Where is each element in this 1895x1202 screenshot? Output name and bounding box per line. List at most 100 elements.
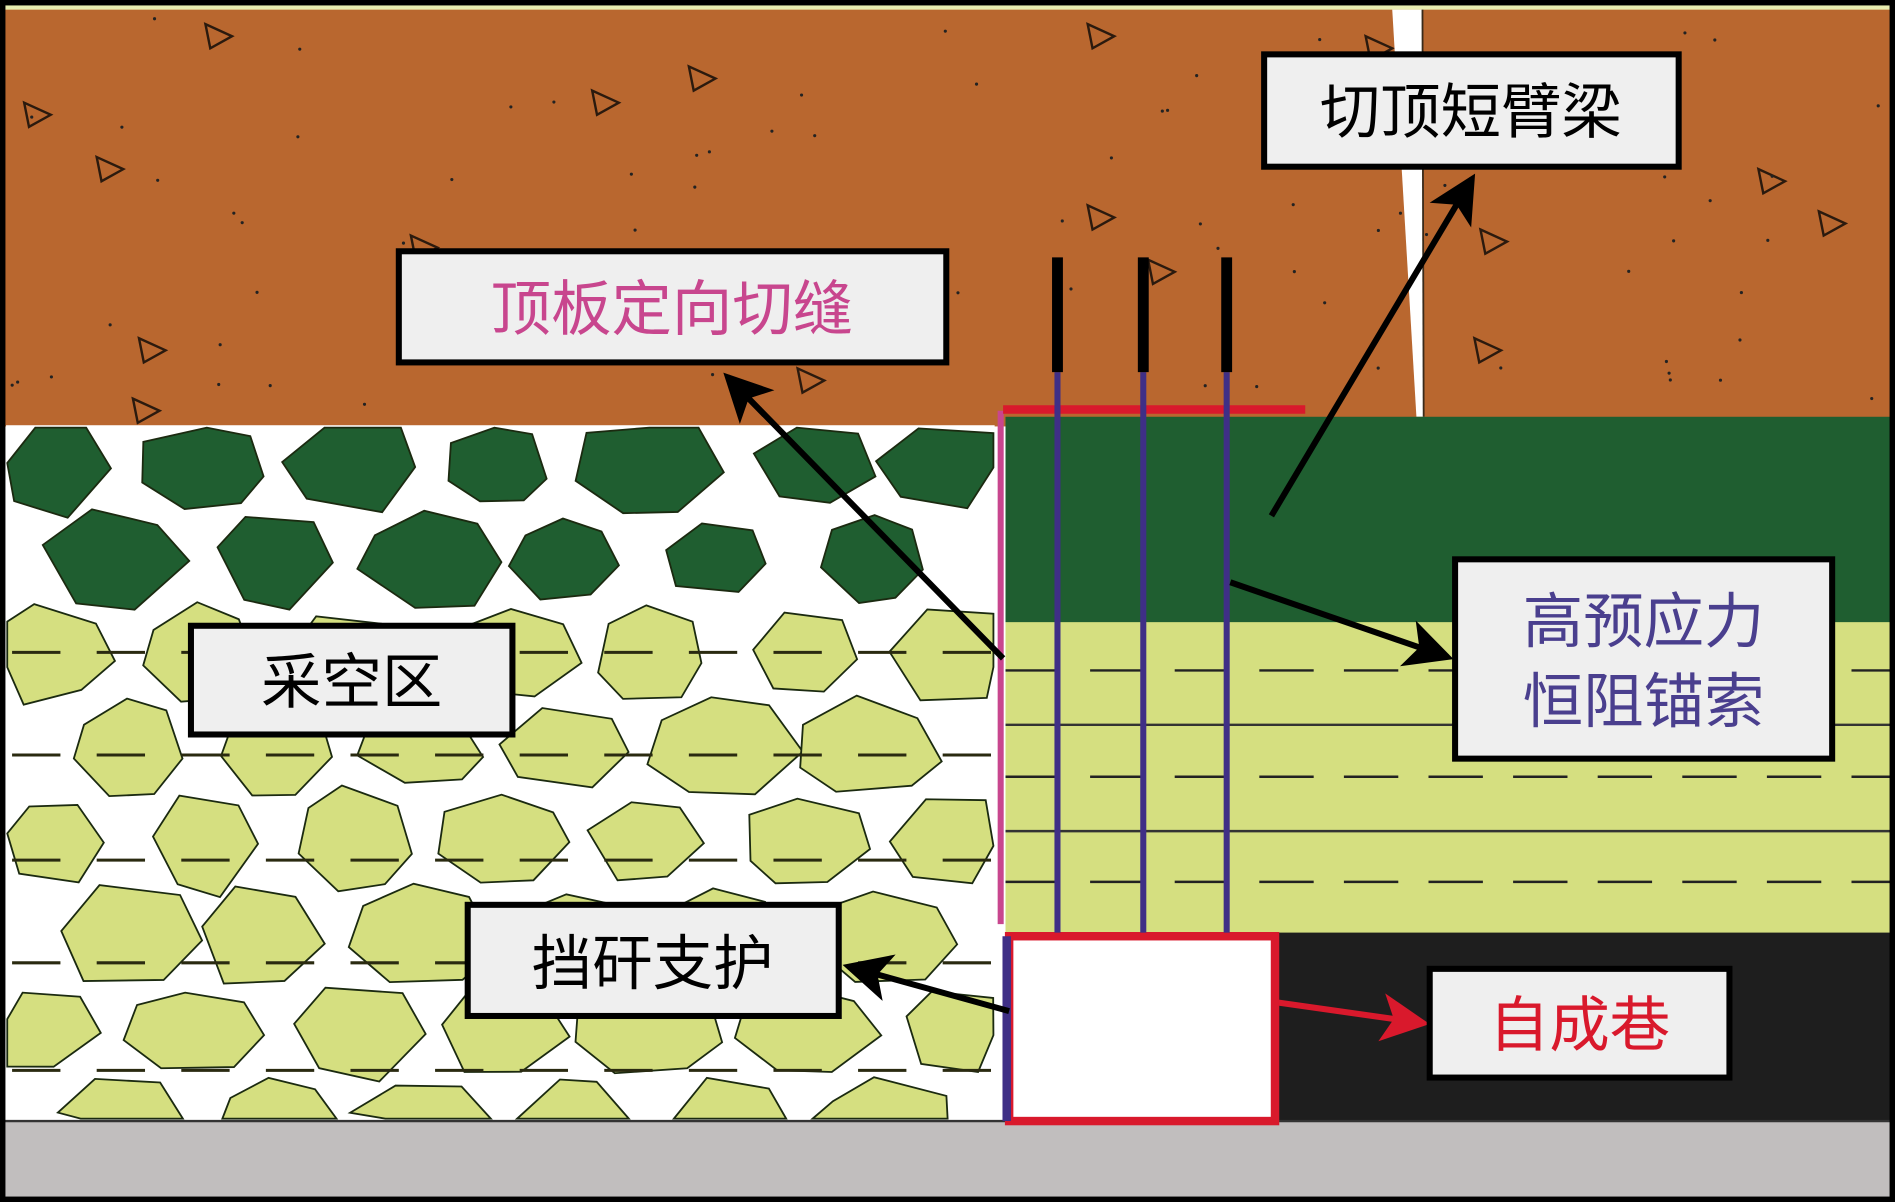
texture-dot — [956, 291, 960, 295]
texture-dot — [450, 177, 454, 182]
texture-dot — [10, 383, 14, 387]
rock-fragment — [810, 1076, 949, 1120]
rock-fragment — [293, 986, 427, 1083]
rock-fragment — [799, 694, 943, 793]
texture-dot — [1870, 396, 1874, 401]
texture-dot — [1663, 175, 1667, 179]
triangle-mark — [22, 100, 54, 129]
rock-fragment — [141, 426, 265, 511]
triangle-mark — [137, 336, 169, 365]
texture-dot — [1109, 156, 1113, 160]
texture-dot — [1216, 246, 1220, 250]
triangle-mark — [1478, 227, 1510, 256]
texture-dot — [1876, 104, 1880, 108]
rock-fragment — [447, 426, 548, 503]
triangle-mark — [590, 88, 622, 117]
texture-dot — [1738, 338, 1742, 342]
texture-dot — [1166, 108, 1170, 112]
texture-dot — [1766, 238, 1770, 242]
texture-dot — [152, 17, 157, 21]
triangle-mark — [203, 22, 235, 51]
label-cantilever-beam: 切顶短臂梁 — [1261, 51, 1682, 170]
texture-dot — [1318, 38, 1322, 42]
texture-dot — [1664, 359, 1668, 364]
rock-fragment — [6, 603, 117, 706]
label-gangue-support: 挡矸支护 — [464, 901, 842, 1019]
arrow-gangue-support — [842, 954, 1010, 1015]
texture-dot — [255, 290, 259, 294]
texture-dot — [1198, 222, 1202, 226]
texture-dot — [1160, 109, 1164, 113]
label-self-formed-roadway: 自成巷 — [1426, 965, 1733, 1081]
rock-fragment — [216, 515, 334, 611]
label-anchor-cable-line1: 高预应力 — [1523, 588, 1765, 658]
rock-fragment — [280, 426, 417, 514]
rock-fragment — [6, 803, 105, 884]
label-gangue-support-text: 挡矸支护 — [532, 930, 774, 1000]
rock-fragment — [72, 697, 184, 798]
texture-dot — [1255, 385, 1259, 389]
rock-fragment — [56, 1077, 185, 1120]
arrow-anchor-cable — [1229, 579, 1454, 667]
triangle-mark — [687, 64, 719, 93]
texture-dot — [974, 82, 979, 86]
texture-dot — [1713, 38, 1717, 42]
label-cantilever-beam-text: 切顶短臂梁 — [1320, 78, 1622, 148]
texture-dot — [1672, 239, 1676, 243]
rock-fragment — [297, 784, 413, 893]
rock-fragment — [874, 427, 995, 510]
texture-dot — [943, 29, 947, 33]
texture-dot — [1627, 269, 1631, 273]
rock-fragment — [6, 426, 113, 519]
label-self-formed-roadway-text: 自成巷 — [1489, 991, 1670, 1061]
triangle-mark — [1086, 203, 1117, 232]
texture-dot — [232, 211, 236, 215]
texture-dot — [770, 129, 774, 133]
rock-fragment — [221, 1076, 339, 1120]
texture-dot — [296, 135, 300, 139]
arrow-roof-cutting — [723, 372, 1006, 661]
label-roof-cutting-text: 顶板定向切缝 — [491, 275, 854, 345]
rock-fragment — [60, 884, 204, 982]
texture-dot — [156, 178, 160, 182]
label-goaf: 采空区 — [187, 622, 516, 738]
rock-fragment — [151, 794, 260, 899]
rock-fragment — [41, 508, 191, 611]
texture-dot — [1069, 287, 1073, 291]
texture-dot — [1739, 291, 1743, 295]
anchor-cables — [1052, 257, 1233, 933]
texture-dot — [707, 150, 711, 154]
texture-dot — [509, 105, 513, 109]
texture-dot — [1667, 371, 1671, 375]
texture-dot — [218, 343, 222, 347]
texture-dot — [1770, 174, 1774, 178]
texture-dot — [695, 153, 699, 157]
rock-fragment — [347, 1084, 493, 1120]
rock-fragment — [122, 991, 266, 1070]
texture-dot — [1718, 378, 1723, 382]
texture-dot — [1499, 366, 1503, 370]
goaf-rock-fragments — [6, 426, 995, 1120]
texture-dot — [799, 93, 804, 97]
rock-fragment — [347, 882, 499, 984]
texture-dot — [1203, 384, 1207, 388]
label-goaf-text: 采空区 — [261, 648, 442, 718]
texture-dot — [1443, 183, 1447, 187]
rock-fragment — [201, 885, 326, 985]
arrow-cantilever-beam — [1268, 173, 1476, 518]
rock-fragment — [888, 798, 995, 885]
texture-dot — [30, 115, 34, 119]
triangle-mark — [1086, 22, 1117, 51]
texture-dot — [711, 373, 715, 377]
texture-dot — [1708, 199, 1712, 203]
rock-fragment — [498, 707, 630, 789]
rock-fragment — [665, 522, 767, 593]
texture-dot — [1292, 270, 1296, 274]
texture-dot — [108, 323, 112, 327]
label-anchor-cable-line2: 恒阻锚索 — [1523, 667, 1765, 737]
rock-fragment — [646, 696, 804, 796]
floor-layer — [0, 1121, 1895, 1202]
texture-dot — [552, 100, 556, 104]
